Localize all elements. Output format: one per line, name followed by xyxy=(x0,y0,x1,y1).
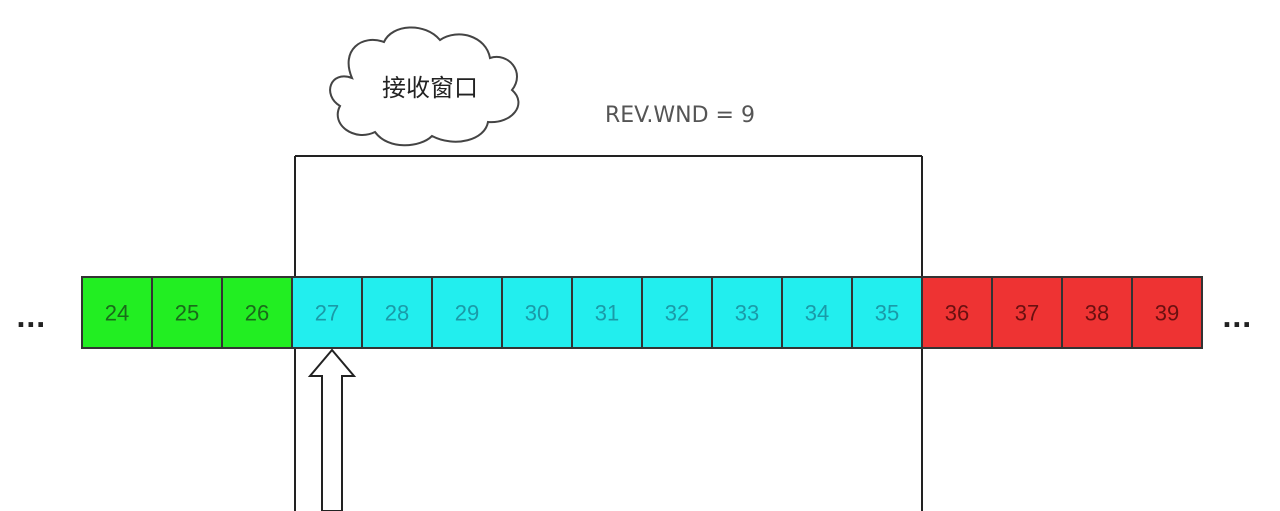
cloud-shape xyxy=(329,26,520,147)
sequence-cell-label: 37 xyxy=(1015,301,1039,326)
sequence-cell-30 xyxy=(501,276,573,349)
sequence-cell-label: 26 xyxy=(245,301,269,326)
sequence-cell-34 xyxy=(781,276,853,349)
sequence-cell-label: 27 xyxy=(315,301,339,326)
sequence-cell-38 xyxy=(1061,276,1133,349)
sequence-cell-label: 28 xyxy=(385,301,409,326)
cloud-callout: 接收窗口 xyxy=(329,26,520,147)
sequence-cell-27 xyxy=(291,276,363,349)
sequence-cell-label: 32 xyxy=(665,301,689,326)
sequence-cell-label: 25 xyxy=(175,301,199,326)
sequence-cell-35 xyxy=(851,276,923,349)
sequence-cell-label: 39 xyxy=(1155,301,1179,326)
sequence-cell-24 xyxy=(81,276,153,349)
sequence-cell-label: 34 xyxy=(805,301,829,326)
right-ellipsis: ... xyxy=(1222,304,1252,334)
sequence-cell-28 xyxy=(361,276,433,349)
sequence-row: 24 25 26 27 28 29 30 31 32 33 34 35 36 37 38 39 xyxy=(81,276,1203,349)
sequence-cell-31 xyxy=(571,276,643,349)
sequence-cell-32 xyxy=(641,276,713,349)
up-arrow-icon xyxy=(307,348,357,511)
sequence-cell-33 xyxy=(711,276,783,349)
sequence-cell-37 xyxy=(991,276,1063,349)
sequence-cell-label: 36 xyxy=(945,301,969,326)
sequence-cell-label: 29 xyxy=(455,301,479,326)
cloud-label: 接收窗口 xyxy=(382,74,478,102)
left-ellipsis: ... xyxy=(16,304,46,334)
window-size-label: REV.WND = 9 xyxy=(605,103,755,128)
sequence-cell-label: 38 xyxy=(1085,301,1109,326)
sequence-cell-29 xyxy=(431,276,503,349)
sequence-cell-label: 33 xyxy=(735,301,759,326)
sequence-cell-26 xyxy=(221,276,293,349)
sequence-cell-label: 31 xyxy=(595,301,619,326)
sequence-cell-label: 30 xyxy=(525,301,549,326)
sequence-cell-39 xyxy=(1131,276,1203,349)
sequence-cell-label: 35 xyxy=(875,301,899,326)
sequence-cell-label: 24 xyxy=(105,301,129,326)
